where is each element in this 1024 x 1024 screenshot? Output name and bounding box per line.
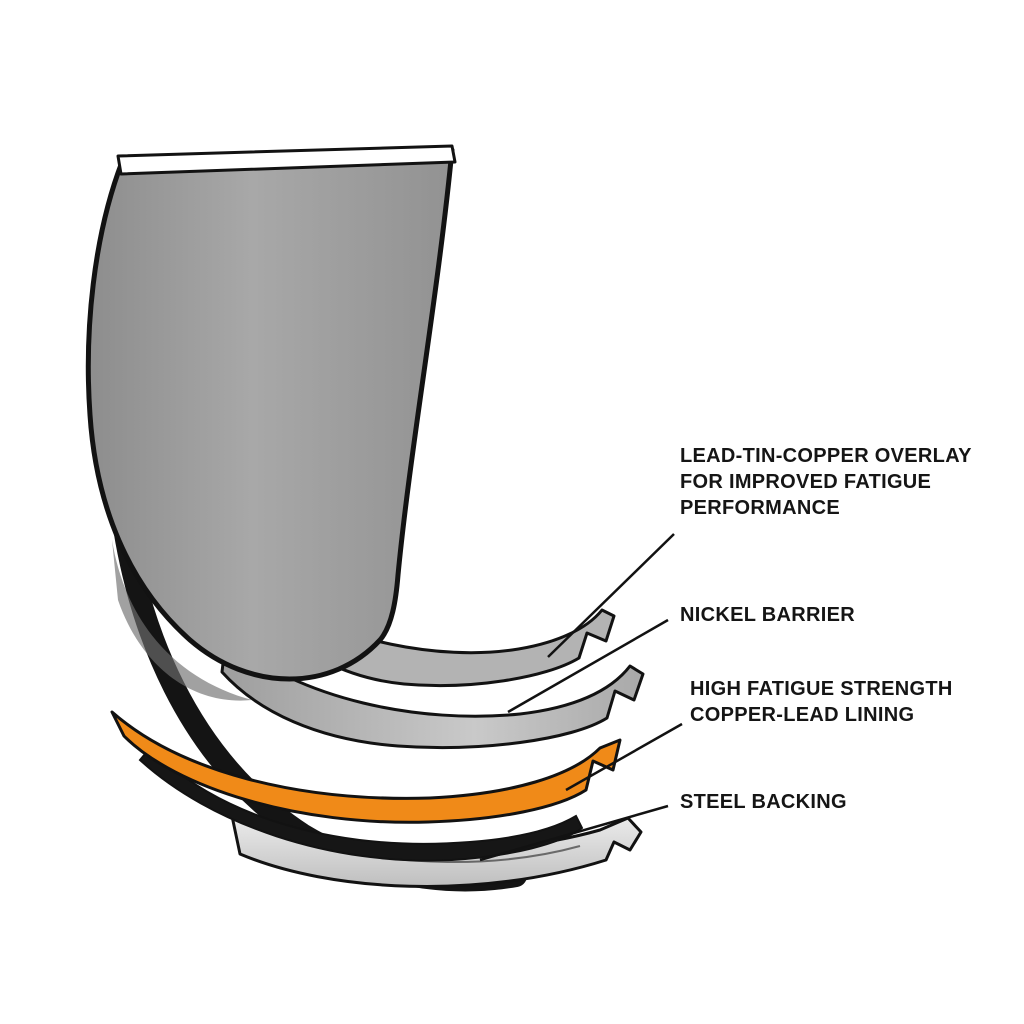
shell-body bbox=[85, 147, 455, 682]
label-copper-lead-lining: HIGH FATIGUE STRENGTH COPPER-LEAD LINING bbox=[690, 678, 953, 726]
label-lead-tin-copper-overlay: LEAD-TIN-COPPER OVERLAY FOR IMPROVED FAT… bbox=[680, 445, 972, 519]
label-steel-backing: STEEL BACKING bbox=[680, 791, 847, 813]
shell-bottom-shade bbox=[112, 540, 252, 701]
label-nickel-barrier: NICKEL BARRIER bbox=[680, 604, 855, 626]
nickel-layer-shape bbox=[220, 636, 645, 750]
top-edge-strip bbox=[116, 144, 457, 176]
leader-line-copper bbox=[565, 722, 683, 792]
leader-line-nickel bbox=[507, 618, 669, 714]
overlay-layer-shape bbox=[270, 596, 616, 687]
leader-line-overlay bbox=[547, 533, 675, 658]
leader-line-steel bbox=[479, 804, 669, 862]
copper-lead-layer-shape bbox=[110, 710, 622, 824]
underside-shape bbox=[138, 746, 584, 862]
